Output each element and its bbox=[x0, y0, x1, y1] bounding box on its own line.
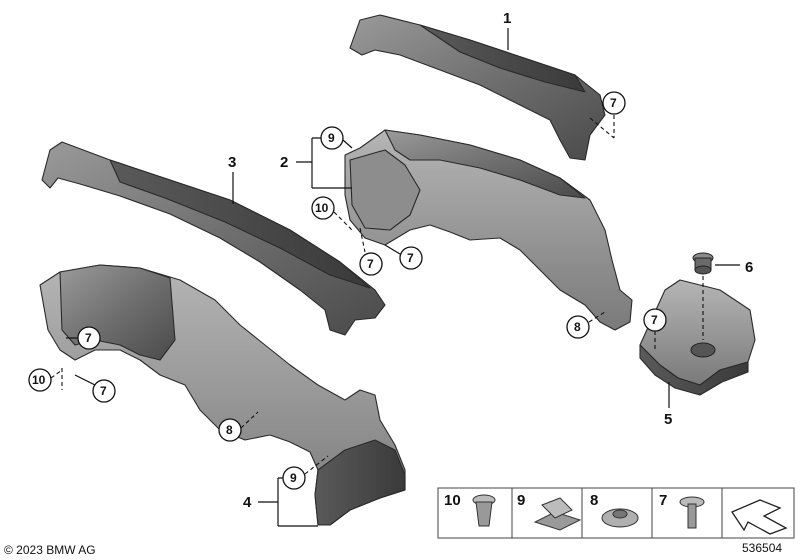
screw-icon bbox=[679, 496, 705, 529]
clip-nut-icon bbox=[472, 494, 496, 527]
spring-nut-icon bbox=[533, 497, 582, 531]
fastener-legend: 10 9 8 7 bbox=[437, 487, 795, 539]
leader-2 bbox=[296, 137, 352, 189]
svg-text:8: 8 bbox=[226, 423, 233, 437]
callout-7-part4-b: 7 bbox=[74, 374, 116, 403]
speed-nut-icon bbox=[601, 508, 639, 528]
svg-text:8: 8 bbox=[574, 320, 581, 334]
svg-text:7: 7 bbox=[367, 257, 374, 271]
callout-7-part2-b: 7 bbox=[384, 244, 423, 270]
copyright-text: © 2023 BMW AG bbox=[4, 543, 96, 557]
svg-text:10: 10 bbox=[315, 201, 329, 215]
callout-9-part4: 9 bbox=[282, 455, 329, 490]
direction-arrow-icon bbox=[731, 499, 788, 535]
callout-9-part2: 9 bbox=[320, 126, 353, 150]
svg-text:7: 7 bbox=[100, 384, 107, 398]
part-6-fastener bbox=[692, 252, 714, 275]
callout-7-part5: 7 bbox=[643, 308, 667, 350]
svg-text:9: 9 bbox=[328, 131, 335, 145]
callout-10-part2: 10 bbox=[311, 196, 353, 231]
callout-7-part2-a: 7 bbox=[359, 227, 383, 276]
svg-text:7: 7 bbox=[407, 251, 414, 265]
part-5-bracket bbox=[639, 279, 756, 396]
callout-10-part4: 10 bbox=[28, 368, 63, 392]
svg-text:7: 7 bbox=[651, 313, 658, 327]
legend-label-10: 10 bbox=[444, 492, 461, 509]
callout-8-part2: 8 bbox=[566, 311, 606, 339]
leader-4 bbox=[258, 477, 318, 527]
part-2-wheel-arch-panel bbox=[344, 129, 633, 331]
part-label-2: 2 bbox=[280, 154, 288, 171]
part-label-4: 4 bbox=[243, 494, 252, 511]
part-label-5: 5 bbox=[664, 411, 672, 428]
callout-7-part1: 7 bbox=[589, 91, 626, 139]
part-label-1: 1 bbox=[503, 10, 511, 27]
svg-text:9: 9 bbox=[290, 471, 297, 485]
svg-text:7: 7 bbox=[610, 96, 617, 110]
part-label-6: 6 bbox=[745, 259, 753, 276]
callout-7-part4-a: 7 bbox=[66, 326, 101, 350]
part-3-left-strut bbox=[41, 141, 386, 336]
diagram-number: 536504 bbox=[742, 541, 782, 555]
legend-label-8: 8 bbox=[590, 492, 598, 509]
legend-label-7: 7 bbox=[659, 492, 667, 509]
part-label-3: 3 bbox=[228, 154, 236, 171]
part-1-upper-strut bbox=[349, 14, 606, 161]
svg-text:7: 7 bbox=[85, 331, 92, 345]
callout-8-part4: 8 bbox=[218, 411, 259, 442]
svg-text:10: 10 bbox=[32, 373, 46, 387]
legend-label-9: 9 bbox=[517, 492, 525, 509]
